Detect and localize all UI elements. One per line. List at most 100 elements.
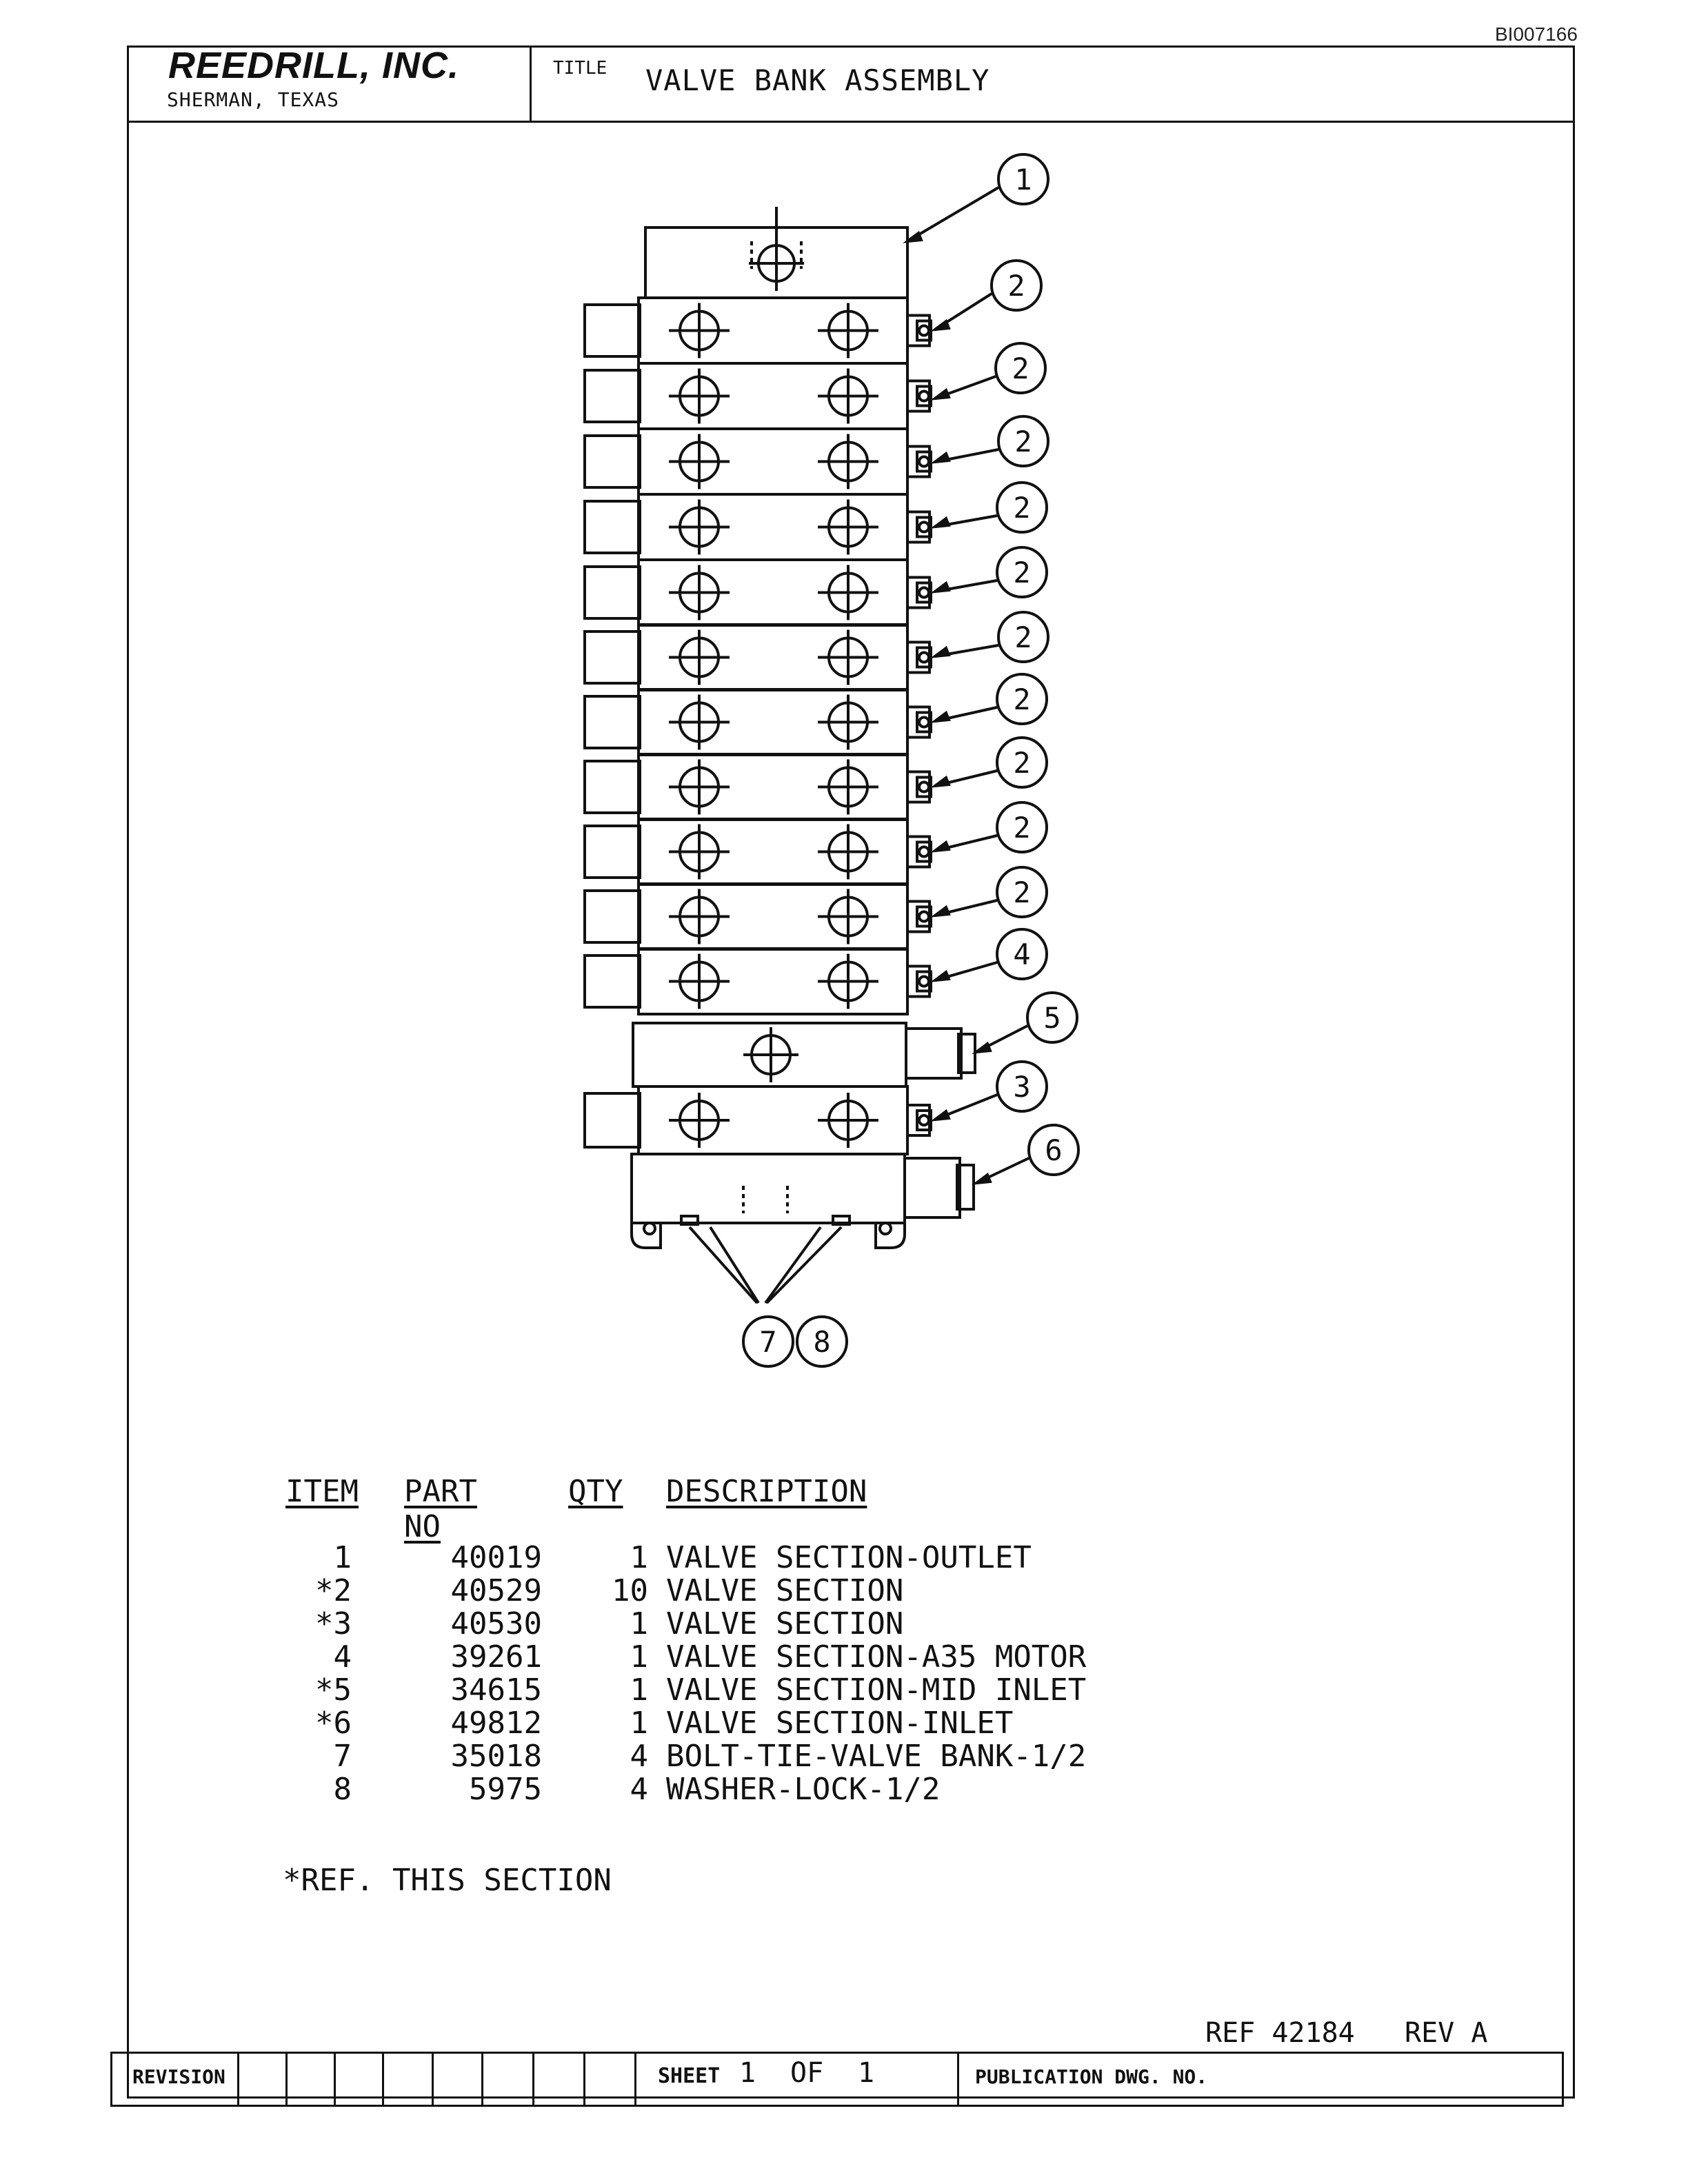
callout-number: 2 [1013,682,1030,716]
callout-14: 3 [930,1060,1048,1122]
revision-label: REVISION [132,2065,225,2088]
callout-number: 4 [1013,938,1030,971]
cell-item: 7 [333,1739,352,1774]
valve-section-item-2 [583,882,932,951]
cell-qty: 1 [630,1540,649,1575]
revision-cell-divider [634,2052,636,2107]
cell-part-no: 34615 [450,1672,542,1708]
valve-section-item-2 [583,493,932,561]
callout-number: 8 [813,1325,830,1359]
callout-number: 1 [1014,163,1032,196]
callout-number: 2 [1013,876,1030,909]
cell-description: VALVE SECTION-INLET [666,1706,1014,1741]
cell-item: 8 [333,1772,352,1807]
cell-description: VALVE SECTION [666,1573,904,1608]
valve-section-item-2 [583,296,932,365]
sheet-total: 1 [858,2057,875,2089]
inlet-section [630,1153,906,1224]
cell-part-no: 40019 [450,1540,542,1575]
cell-description: VALVE SECTION-OUTLET [666,1540,1032,1575]
company-name: REEDRILL, INC. [168,45,460,86]
valve-section-item-2 [583,558,932,627]
valve-section-item-2 [583,688,932,756]
callout-1: 1 [903,153,1049,243]
revision-strip [110,2052,1564,2107]
cell-qty: 1 [630,1672,649,1708]
callout-4: 2 [930,415,1049,467]
table-row: *5 34615 1 VALVE SECTION-MID INLET [276,1672,1172,1708]
valve-section-item-2 [583,427,932,496]
callout-number: 2 [1012,352,1029,385]
callout-number: 7 [759,1325,776,1359]
company-location: SHERMAN, TEXAS [167,88,340,111]
cell-part-no: 39261 [450,1639,542,1675]
callout-11: 2 [930,866,1048,918]
cell-item: *2 [315,1573,352,1608]
callout-number: 6 [1045,1133,1062,1167]
table-row: 1 40019 1 VALVE SECTION-OUTLET [276,1540,1172,1575]
callout-number: 5 [1043,1001,1061,1035]
callout-3: 2 [930,342,1047,401]
header-description: DESCRIPTION [666,1474,867,1509]
callout-6: 2 [930,546,1048,598]
cell-part-no: 40529 [450,1573,542,1608]
valve-section-item-2 [583,362,932,430]
valve-sections [583,296,932,1155]
cell-qty: 1 [630,1606,649,1641]
cell-qty: 1 [630,1639,649,1675]
callout-10: 2 [930,801,1048,853]
cell-description: VALVE SECTION [666,1606,904,1641]
cell-item: *5 [315,1672,352,1708]
header-part-no: PART NO [404,1474,477,1544]
cell-description: VALVE SECTION-MID INLET [666,1672,1087,1708]
reference-note: *REF. THIS SECTION [283,1863,612,1898]
callout-number: 3 [1013,1070,1030,1104]
drawing-frame [127,46,1575,2099]
callout-number: 2 [1013,556,1030,589]
cell-description: WASHER-LOCK-1/2 [666,1772,941,1807]
of-label: OF [790,2057,824,2089]
cell-description: VALVE SECTION-A35 MOTOR [666,1639,1087,1675]
cell-item: 1 [333,1540,352,1575]
revision-cell-divider [382,2052,384,2107]
callout-7: 2 [930,611,1049,663]
revision-cell-divider [432,2052,434,2107]
cell-qty: 10 [612,1573,648,1608]
cell-qty: 1 [630,1706,649,1741]
revision-cell-divider [532,2052,534,2107]
callout-9: 2 [930,736,1048,789]
reference-revision: REF 42184 REV A [1205,2017,1488,2049]
table-row: *2 40529 10 VALVE SECTION [276,1573,1172,1608]
callout-5: 2 [930,481,1048,534]
revision-cell-divider [285,2052,288,2107]
cell-qty: 4 [630,1772,649,1807]
valve-section-item-4 [583,947,932,1015]
cell-qty: 4 [630,1739,649,1774]
valve-section-item-2 [583,818,932,886]
callout-number: 2 [1013,746,1030,780]
revision-cell-divider [481,2052,483,2107]
cell-description: BOLT-TIE-VALVE BANK-1/2 [666,1739,1087,1774]
revision-cell-divider [957,2052,959,2107]
title-label: TITLE [553,58,607,79]
callout-16: 7 [742,1315,794,1368]
drawing-title: VALVE BANK ASSEMBLY [645,63,990,97]
table-row: 4 39261 1 VALVE SECTION-A35 MOTOR [276,1639,1172,1675]
callout-13: 5 [972,991,1078,1054]
callout-8: 2 [930,673,1048,725]
cell-item: 4 [333,1639,352,1675]
callout-17: 8 [796,1315,848,1368]
valve-section-item-3 [583,1085,932,1155]
header-qty: QTY [568,1474,623,1509]
callout-number: 2 [1014,425,1032,458]
sheet-label: SHEET [658,2064,721,2088]
revision-cell-divider [334,2052,336,2107]
valve-section-item-2 [583,753,932,821]
header-item: ITEM [285,1474,359,1509]
callout-number: 2 [1013,491,1030,525]
callout-15: 6 [972,1124,1080,1185]
